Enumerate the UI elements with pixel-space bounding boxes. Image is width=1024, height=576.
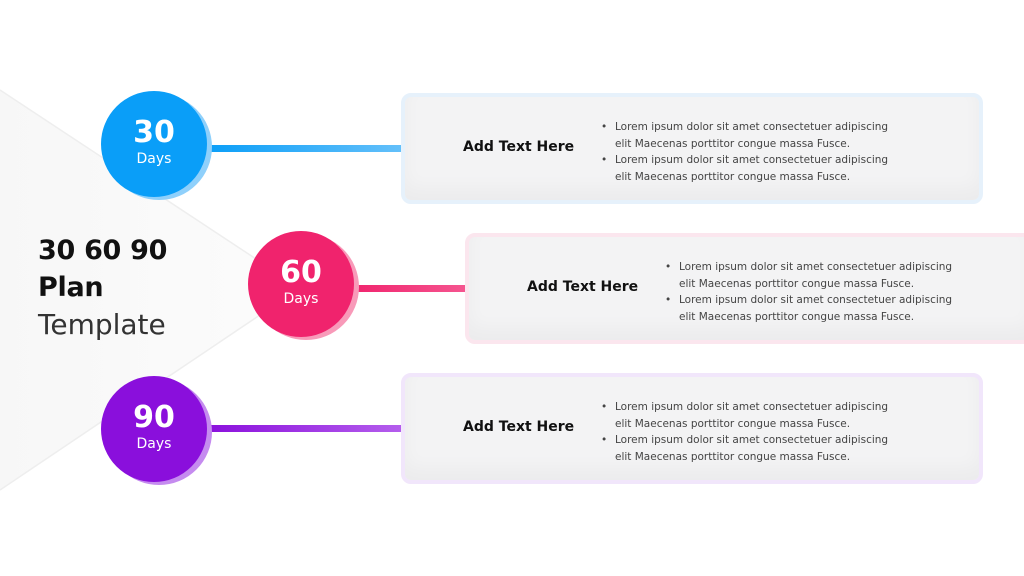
bullet-dot: • <box>601 434 608 446</box>
bullet-item: • Lorem ipsum dolor sit amet consectetuer… <box>601 119 905 152</box>
stage-30-heading: Add Text Here <box>463 139 575 155</box>
bullet-text: Lorem ipsum dolor sit amet consectetuer … <box>679 294 953 323</box>
stage-60-card: Add Text Here • Lorem ipsum dolor sit ame… <box>465 233 1024 344</box>
bullet-text: Lorem ipsum dolor sit amet consectetuer … <box>615 401 889 430</box>
bullet-dot: • <box>601 154 608 166</box>
bullet-item: • Lorem ipsum dolor sit amet consectetuer… <box>601 432 905 465</box>
bullet-dot: • <box>665 261 672 273</box>
stage-90-card: Add Text Here • Lorem ipsum dolor sit ame… <box>401 373 983 484</box>
stage-90-circle: 90 Days <box>101 376 207 482</box>
bullet-text: Lorem ipsum dolor sit amet consectetuer … <box>615 154 889 183</box>
title-line-2: Plan <box>38 272 104 303</box>
stage-30-bullet-list: • Lorem ipsum dolor sit amet consectetuer… <box>601 119 905 185</box>
stage-60-heading: Add Text Here <box>527 279 639 295</box>
stage-30-unit: Days <box>136 151 172 167</box>
stage-60-unit: Days <box>283 291 319 307</box>
stage-90-number: 90 <box>133 400 175 435</box>
stage-30-card: Add Text Here • Lorem ipsum dolor sit ame… <box>401 93 983 204</box>
stage-90-heading: Add Text Here <box>463 419 575 435</box>
bullet-text: Lorem ipsum dolor sit amet consectetuer … <box>615 121 889 150</box>
bullet-item: • Lorem ipsum dolor sit amet consectetuer… <box>665 259 969 292</box>
bullet-text: Lorem ipsum dolor sit amet consectetuer … <box>679 261 953 290</box>
bullet-dot: • <box>665 294 672 306</box>
bullet-dot: • <box>601 121 608 133</box>
bullet-item: • Lorem ipsum dolor sit amet consectetuer… <box>601 399 905 432</box>
bullet-item: • Lorem ipsum dolor sit amet consectetuer… <box>601 152 905 185</box>
stage-30-circle: 30 Days <box>101 91 207 197</box>
stage-60-bullet-list: • Lorem ipsum dolor sit amet consectetuer… <box>665 259 969 325</box>
title-line-3: Template <box>38 308 166 341</box>
slide-title: 30 60 90 Plan Template <box>38 232 167 344</box>
stage-90-unit: Days <box>136 436 172 452</box>
stage-90-bullet-list: • Lorem ipsum dolor sit amet consectetuer… <box>601 399 905 465</box>
stage-60-circle: 60 Days <box>248 231 354 337</box>
bullet-dot: • <box>601 401 608 413</box>
title-line-1: 30 60 90 <box>38 235 168 266</box>
stage-30-number: 30 <box>133 115 175 150</box>
bullet-text: Lorem ipsum dolor sit amet consectetuer … <box>615 434 889 463</box>
bullet-item: • Lorem ipsum dolor sit amet consectetuer… <box>665 292 969 325</box>
stage-60-number: 60 <box>280 255 322 290</box>
